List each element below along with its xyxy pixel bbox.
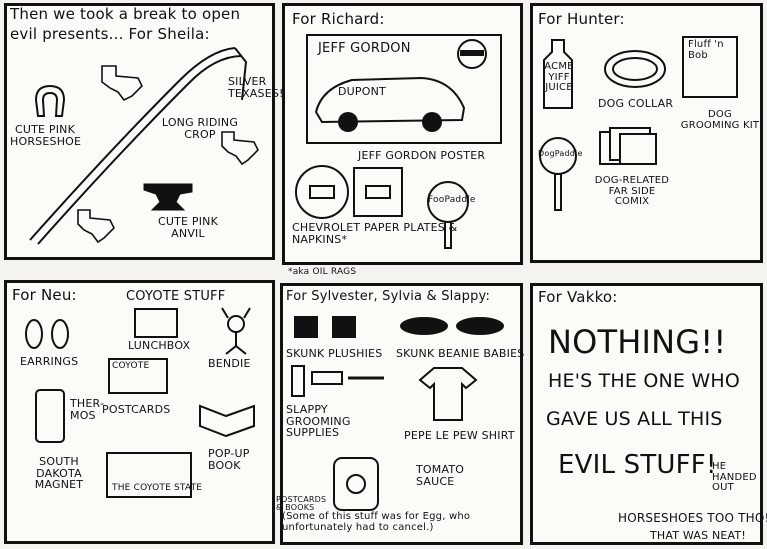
panel-intro-text: Then we took a break to open	[10, 5, 241, 23]
kit-brand: Fluff 'n Bob	[688, 39, 724, 61]
car-sponsor: DUPONT	[338, 85, 386, 98]
vakko-line-2: GAVE US ALL THIS	[546, 408, 723, 430]
panel-intro-text-2: evil presents... For Sheila:	[10, 25, 210, 43]
shirt-icon	[418, 367, 478, 421]
texas-icon-3	[77, 209, 115, 244]
postcards-label: POSTCARDS	[102, 403, 171, 416]
tomato-sauce-icon	[333, 457, 379, 511]
postcard-card	[108, 358, 168, 394]
dog-paddle-icon	[539, 137, 577, 211]
nothing-text: NOTHING!!	[548, 323, 727, 361]
crop-label: LONG RIDING CROP	[161, 116, 239, 141]
beanie-babies-icon	[400, 317, 504, 335]
panel-vakko	[530, 283, 763, 545]
egg-note: (Some of this stuff was for Egg, who unf…	[282, 511, 471, 533]
horseshoe-label: CUTE PINK HORSESHOE	[10, 123, 82, 148]
thermos-icon	[35, 389, 65, 443]
car-icon	[314, 76, 466, 132]
vakko-aside-2: HORSESHOES TOO THO!	[618, 511, 767, 525]
comics-label: DOG-RELATED FAR SIDE COMIX	[594, 175, 670, 207]
lunchbox-box	[134, 308, 178, 338]
magnet-label: SOUTH DAKOTA MAGNET	[34, 455, 84, 492]
panel-heading: For Hunter:	[538, 10, 625, 28]
grooming-kit-box	[682, 36, 738, 98]
texases-label: SILVER TEXASES!	[228, 75, 284, 100]
napkin-icon	[353, 167, 403, 217]
poster-frame	[306, 34, 502, 144]
bendie-icon	[221, 307, 251, 355]
lunchbox-label: LUNCHBOX	[128, 339, 191, 352]
skunk-plushies-icon	[294, 316, 356, 338]
postcards-books-label: POSTCARDS & BOOKS	[276, 495, 327, 513]
anvil-icon	[143, 183, 193, 211]
footnote-label: *aka OIL RAGS	[288, 267, 357, 277]
beanie-label: SKUNK BEANIE BABIES	[396, 347, 525, 360]
anvil-label: CUTE PINK ANVIL	[157, 215, 219, 240]
earrings-icon	[25, 319, 69, 349]
shirt-label: PEPE LE PEW SHIRT	[404, 429, 515, 442]
plates-label: CHEVROLET PAPER PLATES & NAPKINS*	[292, 221, 458, 246]
earrings-label: EARRINGS	[20, 355, 79, 368]
dog-paddle-label: DogPaddle	[538, 149, 583, 158]
riding-crop-icon	[29, 47, 248, 245]
popup-label: POP-UP BOOK	[208, 447, 250, 472]
texas-icon-2	[221, 131, 259, 166]
sauce-label: TOMATO SAUCE	[416, 463, 465, 488]
texas-icon	[101, 65, 143, 102]
vakko-line-1: HE'S THE ONE WHO	[548, 370, 740, 392]
juice-label: ACME YIFF JUICE	[544, 61, 574, 93]
bendie-label: BENDIE	[208, 357, 251, 370]
state-magnet	[106, 452, 192, 498]
grooming-label: SLAPPY GROOMING SUPPLIES	[286, 403, 351, 440]
panel-heading: For Vakko:	[538, 288, 618, 306]
plate-icon	[295, 165, 349, 219]
grooming-supplies-icon	[291, 365, 384, 397]
popup-book-icon	[199, 404, 255, 438]
plushies-label: SKUNK PLUSHIES	[286, 347, 383, 360]
collar-label: DOG COLLAR	[598, 97, 674, 110]
horseshoe-icon	[34, 84, 66, 117]
paddle-icon	[427, 181, 469, 249]
comics-icon	[599, 127, 657, 165]
paddle-label: FooPaddle	[428, 195, 476, 205]
panel-heading: For Richard:	[292, 10, 385, 28]
panel-neu	[4, 280, 275, 544]
juice-bottle-icon	[543, 39, 573, 109]
vakko-line-3: EVIL STUFF!	[558, 450, 717, 480]
coyote-stuff-label: COYOTE STUFF	[126, 289, 226, 304]
vakko-aside-3: THAT WAS NEAT!	[650, 529, 746, 542]
panel-heading: For Neu:	[12, 286, 77, 304]
dog-collar-icon	[604, 50, 666, 88]
driver-icon	[457, 39, 487, 69]
thermos-label: THER-MOS	[70, 397, 105, 422]
vakko-aside: HE HANDED OUT	[712, 461, 757, 493]
panel-heading: For Sylvester, Sylvia & Slappy:	[286, 289, 491, 304]
postcard-label: COYOTE	[112, 361, 150, 371]
poster-name: JEFF GORDON	[318, 41, 411, 56]
state-label: THE COYOTE STATE	[112, 483, 203, 493]
poster-label: JEFF GORDON POSTER	[358, 149, 486, 162]
kit-label: DOG GROOMING KIT	[680, 109, 760, 131]
